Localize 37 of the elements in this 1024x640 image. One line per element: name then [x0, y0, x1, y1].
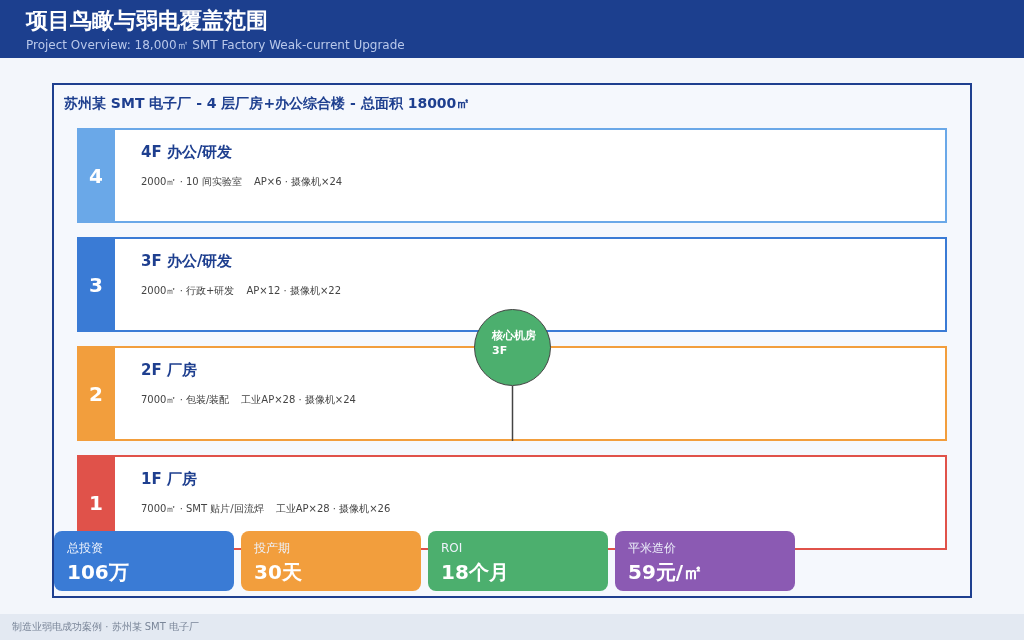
building-title: 苏州某 SMT 电子厂 - 4 层厂房+办公综合楼 - 总面积 18000㎡ [64, 94, 471, 112]
stat-value: 59元/㎡ [628, 560, 704, 584]
floor-details: 2000㎡ · 10 间实验室 [141, 175, 242, 189]
floor-details: 工业AP×28 · 摄像机×24 [241, 393, 356, 407]
floor-number: 4 [88, 162, 104, 189]
stat-card [615, 531, 795, 591]
stat-label: 总投资 [67, 540, 103, 556]
floor-details: 7000㎡ · 包装/装配 [141, 393, 230, 407]
stat-label: 投产期 [254, 540, 290, 556]
stat-card [54, 531, 234, 591]
floor-title: 3F 办公/研发 [141, 251, 233, 271]
footer-text: 制造业弱电成功案例 · 苏州某 SMT 电子厂 [12, 620, 199, 634]
stat-label: 平米造价 [628, 540, 676, 556]
stat-value: 30天 [254, 560, 302, 584]
floor-details: AP×12 · 摄像机×22 [246, 284, 341, 298]
floor-number: 1 [88, 489, 104, 516]
stat-label: ROI [441, 540, 463, 556]
floor-title: 2F 厂房 [141, 360, 197, 380]
page-subtitle: Project Overview: 18,000㎡ SMT Factory Weak-current Upgrade [26, 38, 405, 52]
floor-details: 工业AP×28 · 摄像机×26 [275, 502, 391, 516]
floor-details: AP×6 · 摄像机×24 [253, 175, 343, 189]
floor-details: 7000㎡ · SMT 贴片/回流焊 [141, 502, 264, 516]
page-title: 项目鸟瞰与弱电覆盖范围 [26, 7, 268, 35]
floor-details: 2000㎡ · 行政+研发 [141, 284, 235, 298]
floor-box [77, 128, 947, 223]
stat-value: 106万 [67, 560, 129, 584]
connector-line [511, 385, 514, 442]
floor-number: 3 [88, 271, 104, 298]
stat-value: 18个月 [441, 560, 509, 584]
floor-box [77, 346, 947, 441]
stat-card [241, 531, 421, 591]
stat-card [428, 531, 608, 591]
machine-room-label: 核心机房 3F [492, 328, 537, 358]
floor-title: 4F 办公/研发 [141, 142, 233, 162]
floor-title: 1F 厂房 [141, 469, 197, 489]
floor-number: 2 [88, 380, 104, 407]
building-frame [52, 83, 972, 598]
